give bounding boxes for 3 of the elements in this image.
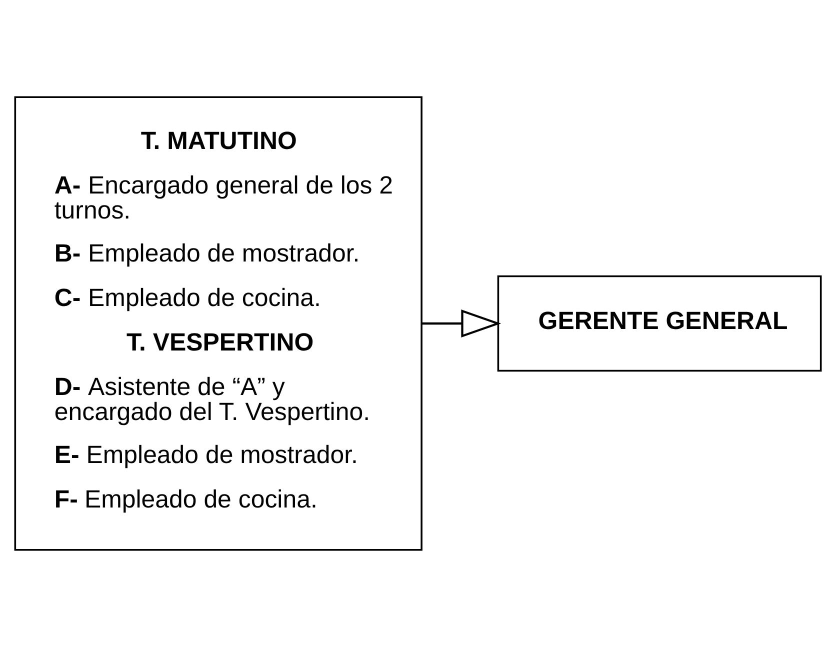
node-box: GERENTE GENERAL bbox=[497, 274, 822, 372]
node-box: T. MATUTINO A- Encargado general de los 2 turnos. B- Empleado de mostrador. C- Empleado de cocina. T. VESPERTINO D- Asistente de “A” y encargado del T. Vespertino. E- Empleado de mostrador. F- Empleado de cocina. bbox=[14, 96, 422, 550]
arrow bbox=[422, 309, 502, 337]
